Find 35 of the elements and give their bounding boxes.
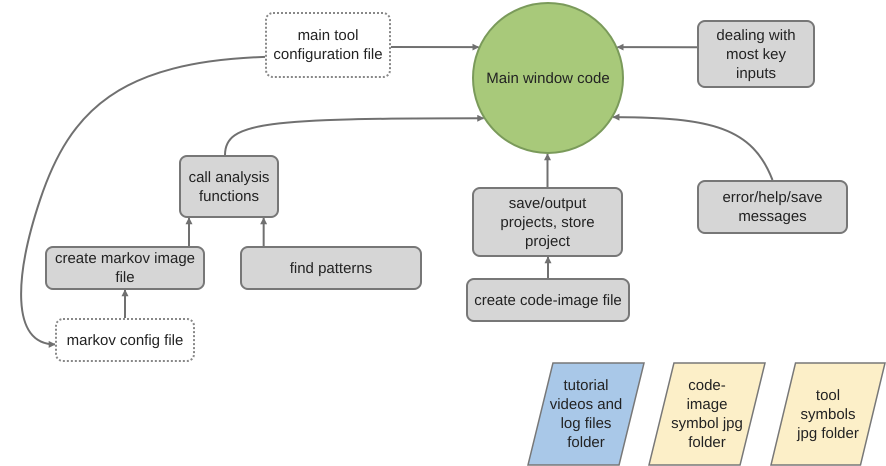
arrow <box>616 44 697 51</box>
file-box <box>265 12 391 78</box>
folder-parallelogram <box>527 362 645 466</box>
node-label: create code-image file <box>473 290 623 310</box>
process-box <box>240 246 422 290</box>
node-label: find patterns <box>288 258 374 278</box>
node-label: Main window code <box>485 68 611 88</box>
process-box <box>697 180 848 234</box>
arrow <box>260 217 268 246</box>
arrow <box>544 153 551 187</box>
node-label: save/output projects, store project <box>499 194 596 250</box>
arrow <box>391 44 480 51</box>
process-box <box>472 187 623 257</box>
process-box <box>697 20 815 88</box>
node-label: call analysis functions <box>188 168 270 206</box>
arrow <box>122 289 128 318</box>
arrow <box>544 256 552 278</box>
node-label: create markov image file <box>54 249 196 287</box>
node-label: dealing with most key inputs <box>715 26 797 82</box>
folder-parallelogram <box>648 362 766 466</box>
process-box <box>45 246 205 290</box>
process-box <box>466 278 630 322</box>
node-label: tutorial videos and log files folder <box>548 376 624 452</box>
node-label: error/help/save messages <box>721 188 824 226</box>
arrow <box>224 114 484 156</box>
arrow <box>612 114 774 180</box>
node-label: code-image symbol jpg folder <box>670 376 744 452</box>
file-box <box>55 318 195 362</box>
node-label: markov config file <box>66 330 184 350</box>
arrow <box>186 217 192 246</box>
arrow <box>20 56 266 347</box>
process-box <box>179 155 279 218</box>
node-label: main tool configuration file <box>272 26 384 64</box>
node-label: tool symbols jpg folder <box>796 386 860 442</box>
folder-parallelogram <box>770 362 886 466</box>
